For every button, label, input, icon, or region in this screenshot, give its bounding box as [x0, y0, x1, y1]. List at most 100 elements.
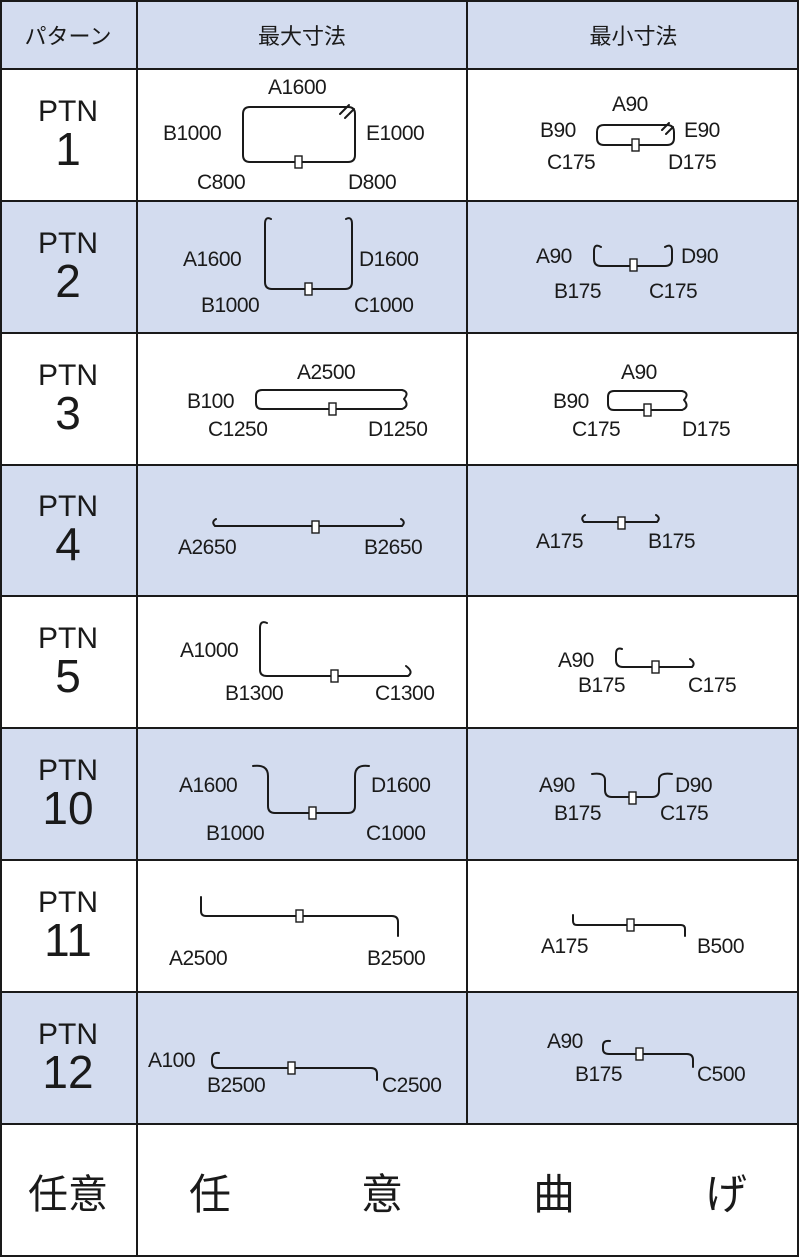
grid-line [0, 859, 799, 861]
pattern-cell-4: PTN 4 [0, 490, 136, 570]
row-ptn-2 [0, 201, 799, 333]
pattern-number: 12 [42, 1046, 94, 1098]
dim-label: C175 [572, 418, 621, 441]
shape-ptn4-max [212, 518, 405, 534]
dim-label: B175 [554, 280, 602, 303]
dim-label: D90 [681, 245, 719, 268]
shape-ptn10-min [591, 772, 673, 805]
dim-label: E90 [684, 119, 720, 142]
pattern-cell-10: PTN 10 [0, 754, 136, 834]
dim-label: C1300 [375, 682, 435, 705]
dim-label: D800 [348, 171, 397, 194]
dim-label: B1300 [225, 682, 284, 705]
grid-line [0, 595, 799, 597]
pattern-cell-1: PTN 1 [0, 97, 136, 175]
dim-label: B2500 [367, 947, 426, 970]
pattern-prefix: PTN [38, 622, 98, 655]
dim-label: D175 [682, 418, 731, 441]
pattern-prefix: PTN [38, 1018, 98, 1051]
dim-label: A90 [558, 649, 594, 672]
dim-label: B2650 [364, 536, 423, 559]
dim-label: A90 [621, 361, 657, 384]
row-ptn-10 [0, 728, 799, 860]
grid-line [136, 0, 138, 1257]
dim-label: C1000 [366, 822, 426, 845]
header-pattern: パターン [24, 23, 112, 49]
pattern-cell-2: PTN 2 [0, 229, 136, 307]
shape-ptn1-min [596, 122, 675, 152]
grid-line [0, 1255, 799, 1257]
row-ptn-12 [0, 992, 799, 1124]
pattern-number: 4 [55, 518, 81, 570]
grid-line [0, 200, 799, 202]
shape-ptn5-min [615, 647, 695, 674]
pattern-prefix: PTN [38, 490, 98, 523]
dim-label: C1250 [208, 418, 268, 441]
shape-ptn1-max [242, 104, 356, 169]
pattern-cell-3: PTN 3 [0, 359, 136, 439]
row-ptn-4 [0, 465, 799, 596]
dim-label: A2500 [297, 361, 356, 384]
pattern-number: 10 [42, 782, 94, 834]
dim-label: D1600 [359, 248, 419, 271]
dim-label: C800 [197, 171, 246, 194]
dim-label: A1600 [268, 76, 327, 99]
dim-label: A1600 [183, 248, 242, 271]
header-min-dimension: 最小寸法 [589, 23, 678, 49]
dim-label: A90 [536, 245, 572, 268]
row-arbitrary [0, 1124, 799, 1257]
pattern-number: 5 [55, 650, 81, 702]
pattern-number: 3 [55, 387, 81, 439]
dim-label: C175 [649, 280, 698, 303]
shape-ptn2-min [593, 244, 673, 272]
shape-ptn11-min [572, 914, 686, 937]
pattern-prefix: PTN [38, 359, 98, 392]
header-max-dimension: 最大寸法 [257, 23, 346, 49]
dim-label: E1000 [366, 122, 425, 145]
shape-ptn11-max [200, 896, 399, 937]
pattern-number: 2 [55, 255, 81, 307]
dim-label: A90 [547, 1030, 583, 1053]
dim-label: B175 [575, 1063, 623, 1086]
dim-label: B100 [187, 390, 235, 413]
pattern-number: 11 [44, 914, 92, 966]
dim-label: A1000 [180, 639, 239, 662]
arbitrary-label: 任意 [28, 1173, 108, 1217]
dim-label: C175 [547, 151, 596, 174]
shape-ptn3-min [607, 390, 688, 417]
pattern-cell-11: PTN 11 [0, 886, 136, 966]
dim-label: A90 [539, 774, 575, 797]
grid-line [0, 68, 799, 70]
dim-label: D175 [668, 151, 717, 174]
grid-line [0, 727, 799, 729]
dim-label: B1000 [201, 294, 260, 317]
dim-label: B1000 [206, 822, 265, 845]
dim-label: A100 [148, 1049, 196, 1072]
dim-label: B500 [697, 935, 745, 958]
dim-label: D1600 [371, 774, 431, 797]
dim-label: B2500 [207, 1074, 266, 1097]
dim-label: A2500 [169, 947, 228, 970]
pattern-prefix: PTN [38, 754, 98, 787]
dim-label: B175 [578, 674, 626, 697]
row-ptn-5 [0, 596, 799, 728]
dim-label: A175 [541, 935, 589, 958]
shape-ptn10-max [252, 764, 370, 820]
dim-label: C500 [697, 1063, 746, 1086]
dim-label: C1000 [354, 294, 414, 317]
pattern-number: 1 [55, 123, 81, 175]
dim-label: C175 [660, 802, 709, 825]
shape-ptn2-max [264, 217, 353, 296]
grid-line [0, 0, 2, 1257]
pattern-prefix: PTN [38, 886, 98, 919]
dim-label: A175 [536, 530, 584, 553]
grid-line [0, 332, 799, 334]
pattern-cell-12: PTN 12 [0, 1018, 136, 1098]
dim-label: A90 [612, 93, 648, 116]
dim-label: B1000 [163, 122, 222, 145]
shape-ptn12-max [211, 1051, 378, 1081]
shape-ptn12-min [602, 1039, 694, 1068]
dim-label: D90 [675, 774, 713, 797]
